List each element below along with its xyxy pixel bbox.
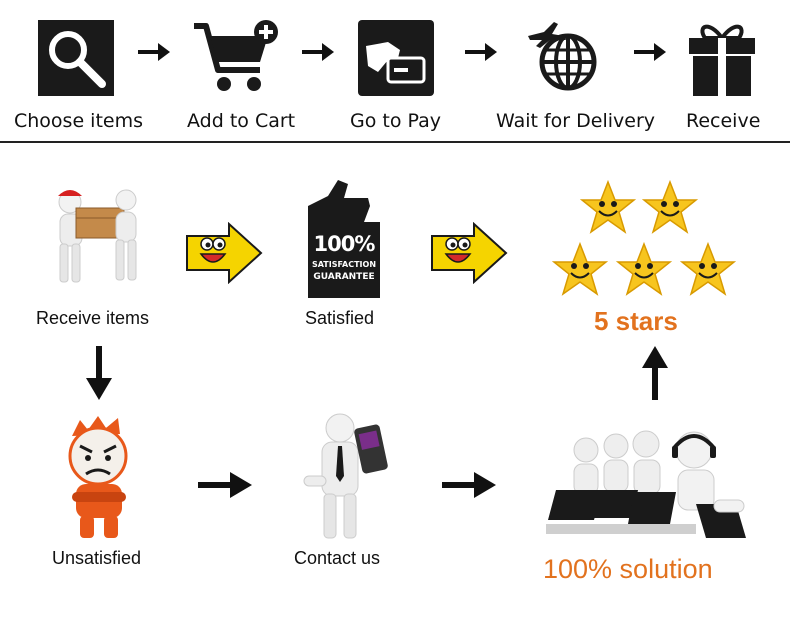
step-label: Go to Pay (350, 110, 441, 132)
right-arrow-icon (300, 40, 336, 64)
delivery-men-icon (40, 180, 150, 290)
unsatisfied-label: Unsatisfied (52, 548, 142, 568)
right-arrow-icon (632, 40, 668, 64)
contact-us-label: Contact us (294, 548, 381, 568)
badge-line-2: GUARANTEE (313, 272, 375, 282)
step-label: Choose items (14, 110, 144, 132)
right-arrow-icon (463, 40, 499, 64)
step-label: Receive (686, 110, 761, 132)
step-label: Wait for Delivery (496, 110, 656, 132)
angry-man-icon (58, 416, 142, 540)
search-icon (36, 18, 116, 98)
step-receive: Receive (686, 0, 761, 142)
up-arrow-icon (640, 344, 670, 407)
receive-items-label: Receive items (36, 308, 150, 328)
section-divider (0, 141, 790, 143)
badge-percent: 100% (313, 232, 376, 256)
satisfied-label: Satisfied (305, 308, 375, 328)
right-arrow-icon (136, 40, 172, 64)
card-pay-icon (356, 18, 436, 98)
globe-plane-icon (524, 18, 604, 98)
right-arrow-icon (196, 470, 254, 505)
solution-label: 100% solution (543, 554, 713, 584)
cart-add-icon (190, 18, 280, 98)
down-arrow-icon (84, 344, 114, 407)
step-choose-items: Choose items (14, 0, 143, 142)
badge-line-1: SATISFACTION (311, 260, 377, 269)
five-stars-label: 5 stars (594, 306, 678, 336)
smiley-arrow-icon (430, 222, 508, 284)
gift-icon (686, 18, 758, 98)
five-stars-icon (552, 176, 742, 302)
right-arrow-icon (440, 470, 498, 505)
step-wait-delivery: Wait for Delivery (496, 0, 655, 142)
smiley-arrow-icon (185, 222, 263, 284)
step-go-to-pay: Go to Pay (350, 0, 441, 142)
satisfaction-badge: 100% SATISFACTION GUARANTEE (304, 176, 384, 300)
step-label: Add to Cart (187, 110, 296, 132)
purchase-steps: Choose items Add to Cart (0, 0, 790, 142)
businessman-phone-icon (298, 406, 394, 542)
step-add-to-cart: Add to Cart (187, 0, 295, 142)
support-team-icon (546, 420, 756, 550)
